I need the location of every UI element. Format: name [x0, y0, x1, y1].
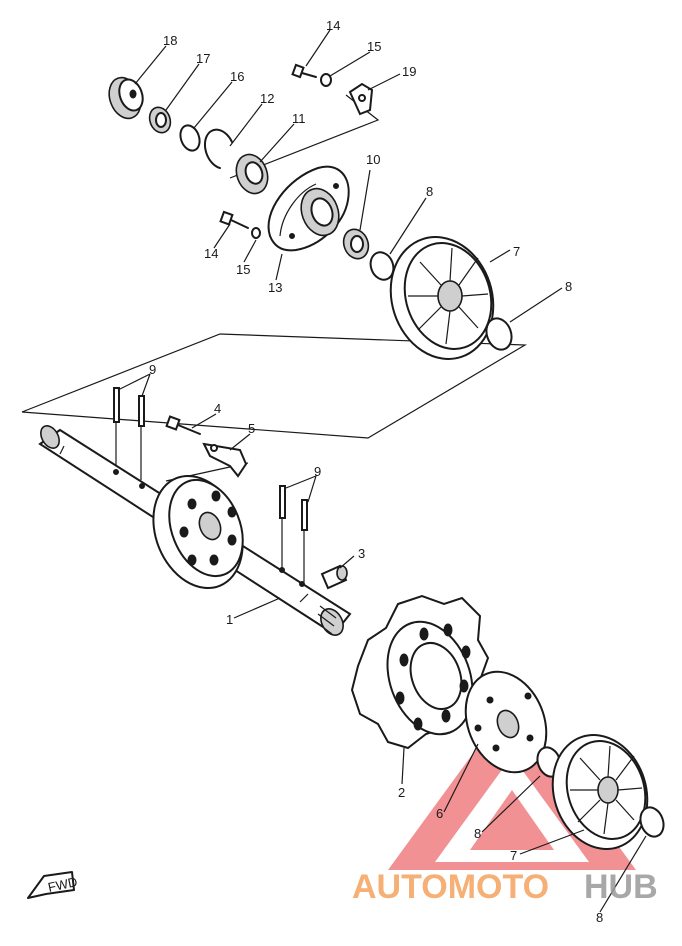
leader-lines — [117, 29, 647, 913]
part-3-spacer — [320, 564, 348, 590]
label-10: 10 — [366, 152, 380, 167]
label-17: 17 — [196, 51, 210, 66]
part-7-wheel-upper — [389, 236, 495, 360]
label-15-lower: 15 — [236, 262, 250, 277]
part-10-bearing — [342, 228, 370, 260]
part-14-bolt-lower — [219, 210, 249, 229]
part-8-washer-2 — [485, 317, 513, 351]
part-9-pins-left — [113, 387, 145, 480]
label-8-3: 8 — [474, 826, 481, 841]
label-12: 12 — [260, 91, 274, 106]
watermark-text: AUTOMOTO HUB — [352, 868, 658, 906]
part-19-plate — [348, 82, 374, 116]
part-8-washer-1 — [369, 251, 395, 281]
part-15-washer-upper — [320, 73, 332, 87]
label-7-lower: 7 — [510, 848, 517, 863]
part-8-washer-4 — [639, 806, 665, 838]
fwd-arrow: FWD — [27, 871, 79, 899]
watermark-hub: HUB — [584, 868, 658, 906]
part-13-housing — [267, 165, 350, 252]
label-19: 19 — [402, 64, 416, 79]
fwd-label: FWD — [47, 874, 79, 895]
part-17-bearing — [148, 106, 172, 134]
part-14-bolt-upper — [291, 63, 317, 79]
part-7-wheel-lower — [551, 734, 649, 850]
part-18-cap — [108, 76, 144, 120]
label-9-right: 9 — [314, 464, 321, 479]
part-labels: 18 17 16 12 11 14 15 19 10 8 7 8 14 15 1… — [149, 18, 603, 925]
label-1: 1 — [226, 612, 233, 627]
label-4: 4 — [214, 401, 221, 416]
label-6: 6 — [436, 806, 443, 821]
part-12-circlip — [203, 128, 233, 169]
part-15-washer-lower — [251, 227, 261, 239]
part-4-bolt — [165, 415, 201, 435]
label-14-upper: 14 — [326, 18, 340, 33]
label-16: 16 — [230, 69, 244, 84]
label-11: 11 — [292, 111, 306, 126]
label-2: 2 — [398, 785, 405, 800]
part-hub-disc — [152, 474, 244, 590]
label-5: 5 — [248, 421, 255, 436]
part-9-pins-right — [279, 485, 308, 582]
label-8-1: 8 — [426, 184, 433, 199]
part-11-bearing — [235, 153, 269, 195]
part-16-ring — [179, 124, 201, 152]
label-3: 3 — [358, 546, 365, 561]
part-5-bracket — [202, 442, 248, 478]
part-2-sprocket — [350, 594, 490, 750]
label-8-2: 8 — [565, 279, 572, 294]
label-13: 13 — [268, 280, 282, 295]
watermark-automoto: AUTOMOTO — [352, 868, 549, 906]
label-18: 18 — [163, 33, 177, 48]
part-6-plate — [464, 670, 548, 774]
label-8-4: 8 — [596, 910, 603, 925]
label-7-upper: 7 — [513, 244, 520, 259]
label-9-left: 9 — [149, 362, 156, 377]
label-14-lower: 14 — [204, 246, 218, 261]
label-15-upper: 15 — [367, 39, 381, 54]
